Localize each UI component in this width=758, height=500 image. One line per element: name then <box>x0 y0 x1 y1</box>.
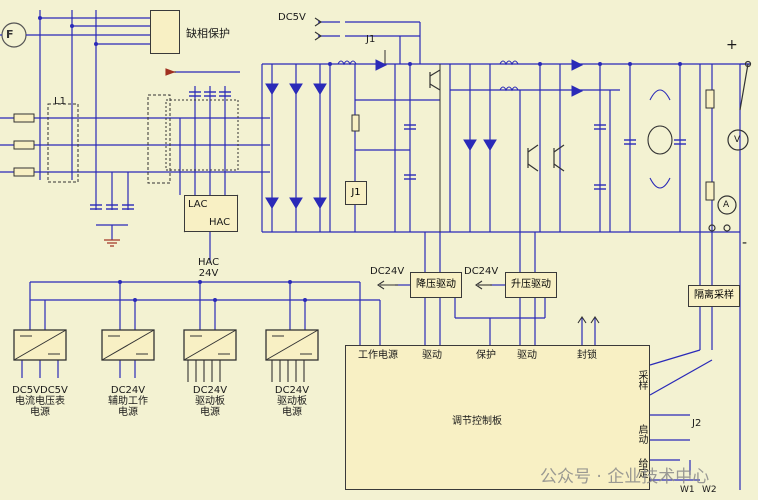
voltmeter-circle <box>727 129 749 151</box>
watermark: 公众号 · 企业技术中心 <box>540 467 710 487</box>
fuse <box>13 167 35 177</box>
isolation-sampling-label: 隔离采样 <box>694 290 734 301</box>
l1-label: L1 <box>54 96 66 107</box>
output-diode <box>571 85 584 97</box>
output-switch <box>739 63 749 111</box>
output-resistor <box>705 89 715 109</box>
j1-relay-label: J1 <box>351 187 361 198</box>
start-label: 启动 <box>636 424 647 444</box>
work-power-label: 工作电源 <box>358 350 398 361</box>
hac-label: HAC <box>209 217 231 228</box>
drive-1-label: 驱动 <box>422 350 442 361</box>
inductor <box>499 60 519 66</box>
bridge-diode <box>313 197 327 209</box>
phase-protection-label: 缺相保护 <box>186 27 230 40</box>
freewheel-diode <box>463 139 477 151</box>
isolation-sampling-box: 隔离采样 <box>688 285 740 307</box>
psu-caption-1: DC5VDC5V 电流电压表 电源 <box>12 385 68 418</box>
j1-switch-label: J1 <box>366 34 376 45</box>
buck-drive-label: 降压驱动 <box>416 279 456 290</box>
bridge-diode <box>313 83 327 95</box>
voltmeter-label: V <box>734 135 741 145</box>
minus-terminal: - <box>742 235 748 251</box>
psu-caption-4: DC24V 驱动板 电源 <box>274 385 310 418</box>
bridge-diode <box>265 197 279 209</box>
drive-2-label: 驱动 <box>517 350 537 361</box>
freewheel-diode <box>483 139 497 151</box>
filter-choke-box <box>147 94 171 184</box>
ammeter-label: A <box>723 200 730 210</box>
generator-label: F <box>6 28 14 41</box>
bridge-diode <box>289 83 303 95</box>
l1-filter-box <box>47 103 79 183</box>
phase-protection-box <box>150 10 180 54</box>
transformer-coil <box>649 89 671 101</box>
buck-drive-box: 降压驱动 <box>410 272 462 298</box>
protect-label: 保护 <box>476 350 496 361</box>
control-board: 工作电源 驱动 保护 驱动 封锁 调节控制板 采样 启动 给定 <box>345 345 650 490</box>
resistor <box>351 114 360 132</box>
lac-label: LAC <box>188 199 208 210</box>
ammeter-circle <box>717 195 737 215</box>
inductor <box>337 60 357 66</box>
psu-caption-3: DC24V 驱动板 电源 <box>192 385 228 418</box>
output-resistor <box>705 181 715 201</box>
bridge-diode <box>289 197 303 209</box>
fuse <box>13 113 35 123</box>
bridge-diode <box>265 83 279 95</box>
dc24v-left-label: DC24V <box>370 266 405 277</box>
lockout-label: 封锁 <box>577 350 597 361</box>
control-board-label: 调节控制板 <box>452 416 502 427</box>
dc24v-right-label: DC24V <box>464 266 499 277</box>
boost-drive-label: 升压驱动 <box>511 279 551 290</box>
given-label: 给定 <box>636 458 647 478</box>
fuse <box>13 140 35 150</box>
w2-label: W2 <box>702 485 717 495</box>
psu-caption-2: DC24V 辅助工作 电源 <box>108 385 148 418</box>
series-diode <box>375 59 388 71</box>
lac-hac-box: LAC HAC <box>184 195 238 232</box>
w1-label: W1 <box>680 485 695 495</box>
ct-sensor <box>647 125 673 155</box>
j2-label: J2 <box>692 418 702 429</box>
hac-24v-label: HAC 24V <box>198 257 220 279</box>
inductor <box>499 86 519 92</box>
boost-drive-box: 升压驱动 <box>505 272 557 298</box>
dc5v-label: DC5V <box>278 12 306 23</box>
output-diode <box>571 59 584 71</box>
plus-terminal: + <box>726 37 738 53</box>
sample-label: 采样 <box>636 370 647 390</box>
j1-relay-box: J1 <box>345 181 367 205</box>
transformer-coil <box>649 177 671 189</box>
